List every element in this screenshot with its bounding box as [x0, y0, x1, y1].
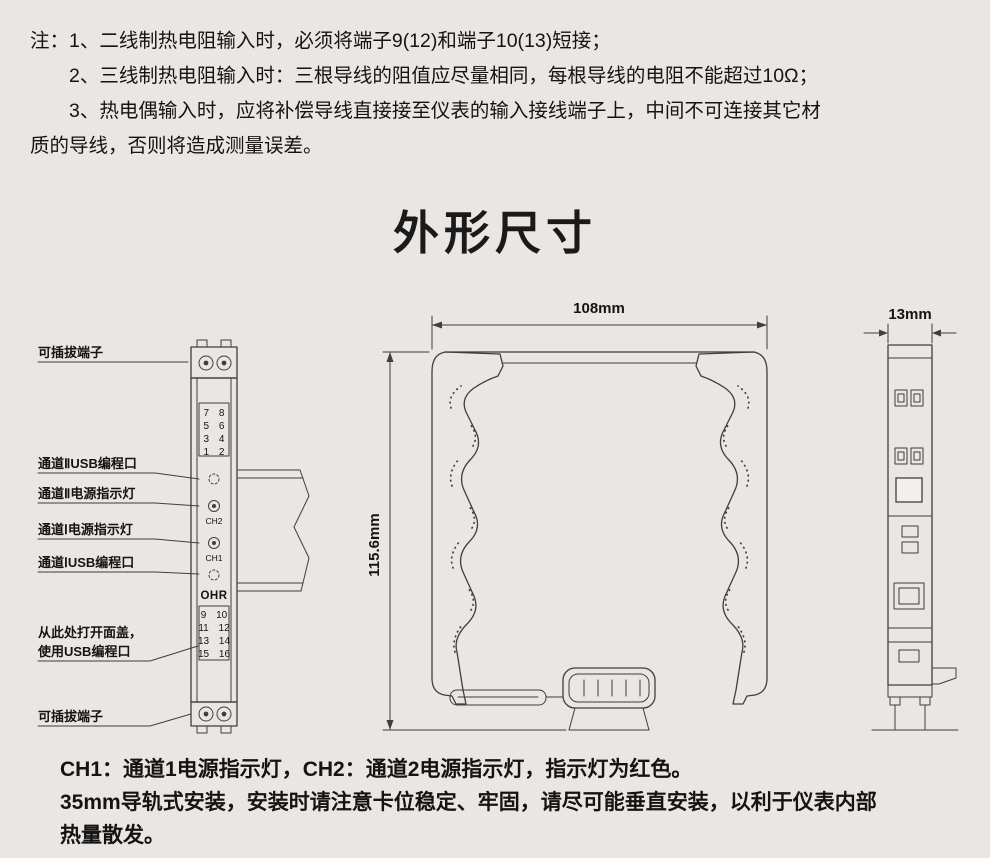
- dimension-width-value: 108mm: [573, 300, 625, 317]
- profile-screws-mid: [894, 447, 924, 465]
- usb-port-1-icon: [208, 569, 220, 581]
- housing-side-profile-mirrored: [695, 351, 768, 705]
- dimension-width: 108mm: [431, 300, 768, 350]
- callout-bottom-terminal: 可插拔端子: [38, 709, 103, 724]
- terminal-numbers-top-box: [198, 402, 230, 457]
- footer-line-2: 35mm导轨式安装，安装时请注意卡位稳定、牢固，请尽可能垂直安装，以利于仪表内部: [60, 791, 877, 814]
- housing-side-profile: [431, 351, 504, 705]
- front-view-callouts: 可插拔端子 通道ⅡUSB编程口 通道Ⅱ电源指示灯 通道Ⅰ电源指示灯 通道ⅠUSB…: [37, 345, 200, 727]
- profile-detail: [901, 541, 919, 554]
- dimension-depth-value: 13mm: [888, 306, 931, 323]
- profile-view-drawing: 13mm: [863, 306, 959, 731]
- rail-connector: [562, 667, 656, 709]
- callout-open-cover-1: 从此处打开面盖，: [38, 625, 142, 640]
- terminal-row: 3 4: [204, 434, 225, 445]
- bottom-screw-terminals-icon: [198, 706, 232, 722]
- top-tab-right: [220, 339, 232, 348]
- footer-line-1: CH1：通道1电源指示灯，CH2：通道2电源指示灯，指示灯为红色。: [60, 758, 693, 781]
- note-line-1: 注：1、二线制热电阻输入时，必须将端子9(12)和端子10(13)短接；: [30, 30, 611, 52]
- footer-block: CH1：通道1电源指示灯，CH2：通道2电源指示灯，指示灯为红色。 35mm导轨…: [60, 753, 960, 852]
- profile-detail: [898, 649, 920, 663]
- brand-logo: OHR: [200, 590, 227, 602]
- profile-window: [895, 477, 923, 503]
- top-terminal-block: [190, 346, 238, 379]
- leader-line: [37, 538, 200, 544]
- profile-base: [887, 684, 933, 698]
- callout-led2: 通道Ⅱ电源指示灯: [38, 486, 135, 501]
- terminal-row: 9 10: [201, 610, 228, 621]
- leader-line: [37, 713, 192, 727]
- callout-top-terminal: 可插拔端子: [38, 345, 103, 360]
- ch1-led-icon: [208, 537, 220, 549]
- dimension-height: 115.6mm: [366, 351, 567, 731]
- profile-clip-hook: [931, 667, 957, 685]
- terminal-row: 13 14: [198, 636, 230, 647]
- callout-usb2: 通道ⅡUSB编程口: [38, 456, 137, 471]
- profile-detail: [901, 525, 919, 538]
- callout-led1: 通道Ⅰ电源指示灯: [38, 522, 133, 537]
- bottom-tab-right: [220, 725, 232, 734]
- leader-line: [37, 502, 200, 507]
- rail-clip-assembly: [449, 667, 656, 731]
- ch2-led-icon: [208, 500, 220, 512]
- note-line-3: 3、热电偶输入时，应将补偿导线直接接至仪表的输入接线端子上，中间不可连接其它材: [69, 100, 821, 122]
- din-rail-section: [237, 469, 310, 592]
- terminal-row: 15 16: [198, 649, 230, 660]
- leader-line: [37, 472, 200, 480]
- leader-line: [37, 571, 200, 575]
- page-title: 外形尺寸: [393, 207, 597, 259]
- notes-block: 注：1、二线制热电阻输入时，必须将端子9(12)和端子10(13)短接； 2、三…: [30, 24, 970, 164]
- ch2-label: CH2: [205, 516, 222, 526]
- terminal-row: 1 2: [204, 447, 225, 458]
- bottom-tab-left: [196, 725, 208, 734]
- ch1-label: CH1: [205, 553, 222, 563]
- top-tab-left: [196, 339, 208, 348]
- note-line-2: 2、三线制热电阻输入时：三根导线的阻值应尽量相同，每根导线的电阻不能超过10Ω；: [69, 65, 819, 87]
- side-view-drawing: 108mm 115.6mm: [366, 300, 768, 731]
- terminal-row: 5 6: [204, 421, 225, 432]
- profile-detail: [893, 582, 925, 610]
- terminal-row: 7 8: [204, 408, 225, 419]
- profile-screws-top: [894, 389, 924, 407]
- bottom-terminal-block: [190, 701, 238, 727]
- dimension-depth: 13mm: [863, 306, 957, 344]
- callout-open-cover-2: 使用USB编程口: [37, 644, 130, 659]
- top-screw-terminals-icon: [198, 355, 232, 371]
- front-view-drawing: 7 8 5 6 3 4 1 2 CH2 CH1 OHR 9 10 11 12: [190, 339, 310, 734]
- note-line-4: 质的导线，否则将造成测量误差。: [30, 135, 323, 157]
- callout-usb1: 通道ⅠUSB编程口: [38, 555, 134, 570]
- leader-line: [37, 645, 199, 662]
- footer-line-3: 热量散发。: [60, 824, 165, 847]
- dimension-height-value: 115.6mm: [366, 513, 383, 576]
- usb-port-2-icon: [208, 473, 220, 485]
- terminal-row: 11 12: [198, 623, 230, 634]
- terminal-numbers-bottom-box: [198, 605, 230, 661]
